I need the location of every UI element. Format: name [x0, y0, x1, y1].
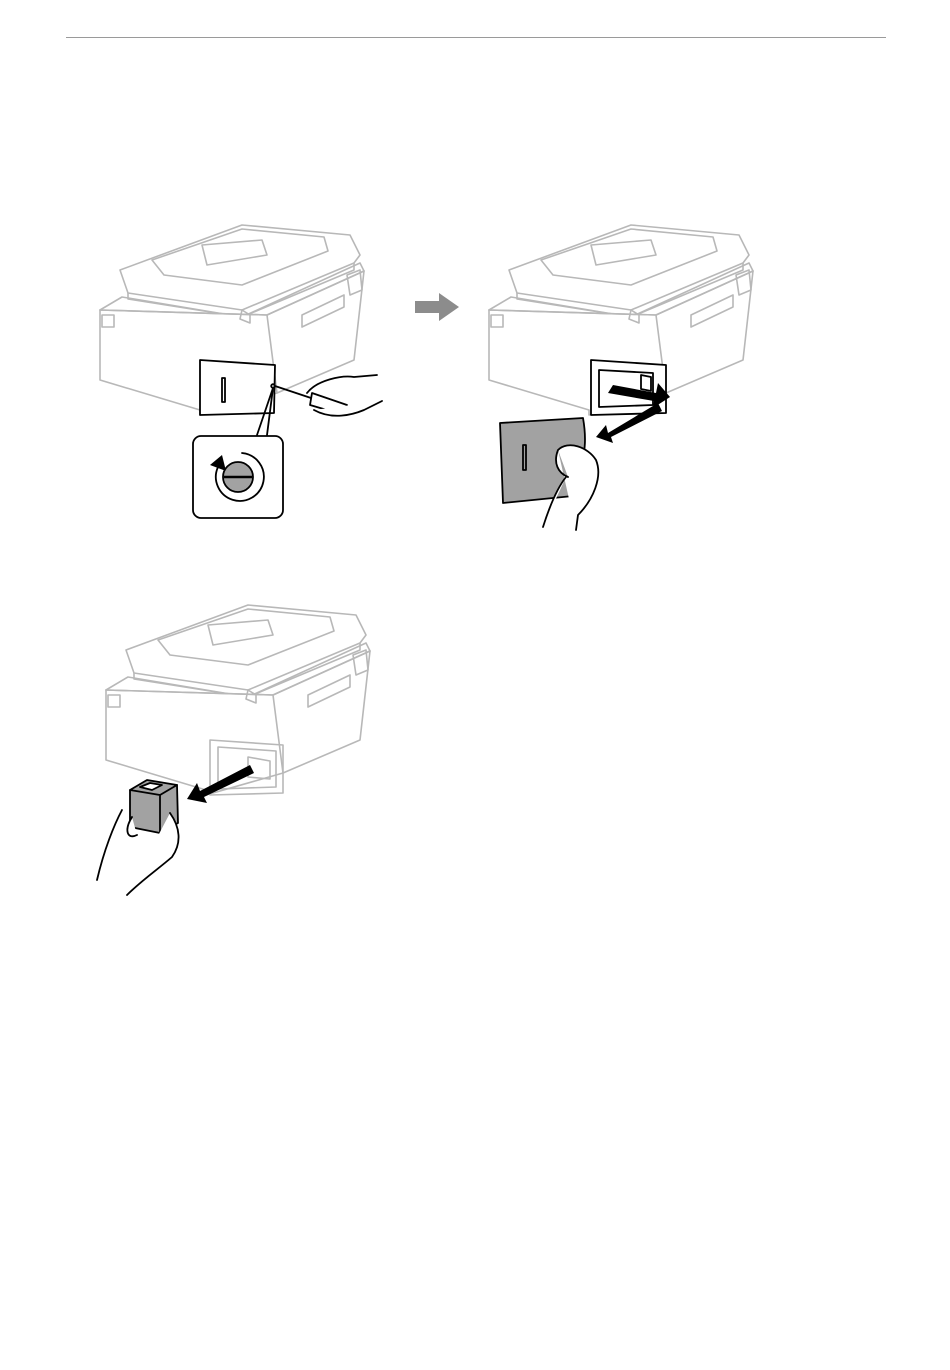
printer-icon	[92, 215, 392, 525]
printer-icon	[92, 595, 392, 900]
illustration-remove-screw	[92, 215, 392, 525]
header-rule	[66, 37, 886, 38]
illustration-remove-maintenance-box	[92, 595, 392, 900]
printer-icon	[408, 215, 788, 530]
rear-cover	[200, 360, 275, 415]
illustration-remove-cover	[408, 215, 788, 530]
